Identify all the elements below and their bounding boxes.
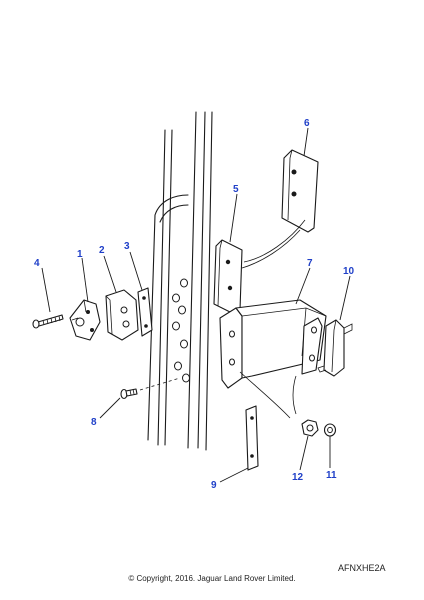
- plate-part-5: [213, 239, 243, 315]
- callout-11: 11: [326, 470, 337, 481]
- callout-6: 6: [304, 118, 310, 129]
- callout-3: 3: [124, 241, 130, 252]
- nut-part-12: [301, 419, 319, 437]
- copyright-notice: © Copyright, 2016. Jaguar Land Rover Lim…: [128, 574, 296, 583]
- diagram-reference-code: AFNXHE2A: [338, 563, 386, 573]
- callout-2: 2: [99, 245, 105, 256]
- callout-8: 8: [91, 417, 97, 428]
- callout-5: 5: [233, 184, 239, 195]
- callout-4: 4: [34, 258, 40, 269]
- strap-part-9: [245, 405, 259, 471]
- plate-part-6: [241, 149, 319, 269]
- screw-part-4: [32, 314, 64, 329]
- leader-lines: [41, 127, 351, 483]
- body-pillar: [147, 111, 213, 451]
- callout-9: 9: [211, 480, 217, 491]
- plate-part-3: [137, 287, 153, 337]
- callout-1: 1: [77, 249, 83, 260]
- washer-part-11: [323, 423, 337, 437]
- callout-12: 12: [292, 472, 304, 483]
- bracket-part-7: [219, 299, 327, 419]
- clamp-plate-part-10: [317, 319, 353, 377]
- callout-labels: 4 1 2 3 5 6 7 10 8 9 12 11: [34, 118, 355, 491]
- callout-7: 7: [307, 258, 313, 269]
- callout-10: 10: [343, 266, 355, 277]
- screw-part-8: [120, 377, 181, 400]
- spacer-block-part-2: [105, 289, 139, 341]
- latch-plate-part-1: [69, 299, 101, 341]
